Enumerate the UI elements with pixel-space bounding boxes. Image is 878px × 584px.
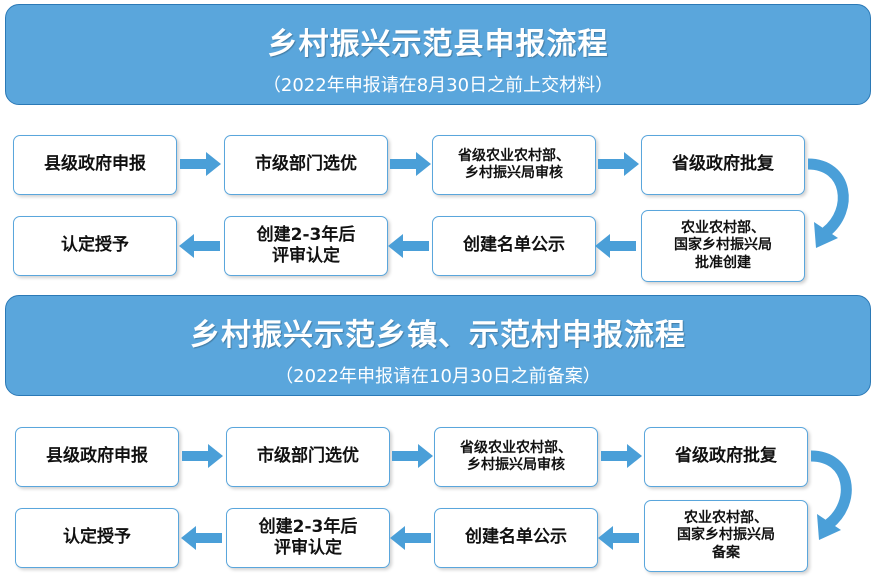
section-1-subtitle: （2022年申报请在8月30日之前上交材料） bbox=[262, 75, 614, 96]
s1-arrow-left-1 bbox=[595, 234, 636, 258]
s1-step-county-apply: 县级政府申报 bbox=[13, 135, 177, 195]
s2-arrow-right-2 bbox=[392, 444, 433, 468]
s2-step-publicity: 创建名单公示 bbox=[434, 508, 598, 568]
s1-step-city-select: 市级部门选优 bbox=[224, 135, 388, 195]
s2-step-grant: 认定授予 bbox=[15, 508, 179, 568]
s1-arrow-right-2 bbox=[390, 152, 431, 176]
s1-step-publicity: 创建名单公示 bbox=[432, 216, 596, 276]
s1-step-grant: 认定授予 bbox=[13, 216, 177, 276]
section-2-subtitle: （2022年申报请在10月30日之前备案） bbox=[275, 366, 601, 387]
s1-arrow-right-3 bbox=[598, 152, 639, 176]
s2-step-province-review: 省级农业农村部、 乡村振兴局审核 bbox=[434, 427, 598, 487]
s2-step-city-select: 市级部门选优 bbox=[226, 427, 390, 487]
s2-arrow-right-1 bbox=[182, 444, 223, 468]
s2-step-province-approve: 省级政府批复 bbox=[644, 427, 808, 487]
s1-step-evaluation: 创建2-3年后 评审认定 bbox=[224, 216, 388, 276]
s1-step-national-approve: 农业农村部、 国家乡村振兴局 批准创建 bbox=[641, 210, 805, 282]
s2-arrow-left-2 bbox=[390, 526, 431, 550]
s1-step-province-approve: 省级政府批复 bbox=[641, 135, 805, 195]
section-1-banner: 乡村振兴示范县申报流程 （2022年申报请在8月30日之前上交材料） bbox=[5, 4, 871, 105]
s1-step-province-review: 省级农业农村部、 乡村振兴局审核 bbox=[432, 135, 596, 195]
s2-step-evaluation: 创建2-3年后 评审认定 bbox=[226, 508, 390, 568]
s2-arrow-left-1 bbox=[598, 526, 639, 550]
s2-arrow-left-3 bbox=[181, 526, 222, 550]
s1-curved-arrow bbox=[807, 158, 849, 248]
section-2-title: 乡村振兴示范乡镇、示范村申报流程 bbox=[190, 318, 686, 353]
s1-arrow-left-2 bbox=[388, 234, 429, 258]
s2-step-national-record: 农业农村部、 国家乡村振兴局 备案 bbox=[644, 500, 808, 572]
s2-curved-arrow bbox=[810, 450, 852, 540]
s2-step-county-apply: 县级政府申报 bbox=[15, 427, 179, 487]
section-2-banner: 乡村振兴示范乡镇、示范村申报流程 （2022年申报请在10月30日之前备案） bbox=[5, 295, 871, 396]
s1-arrow-left-3 bbox=[179, 234, 220, 258]
s1-arrow-right-1 bbox=[180, 152, 221, 176]
section-1-title: 乡村振兴示范县申报流程 bbox=[267, 27, 609, 62]
s2-arrow-right-3 bbox=[601, 444, 642, 468]
